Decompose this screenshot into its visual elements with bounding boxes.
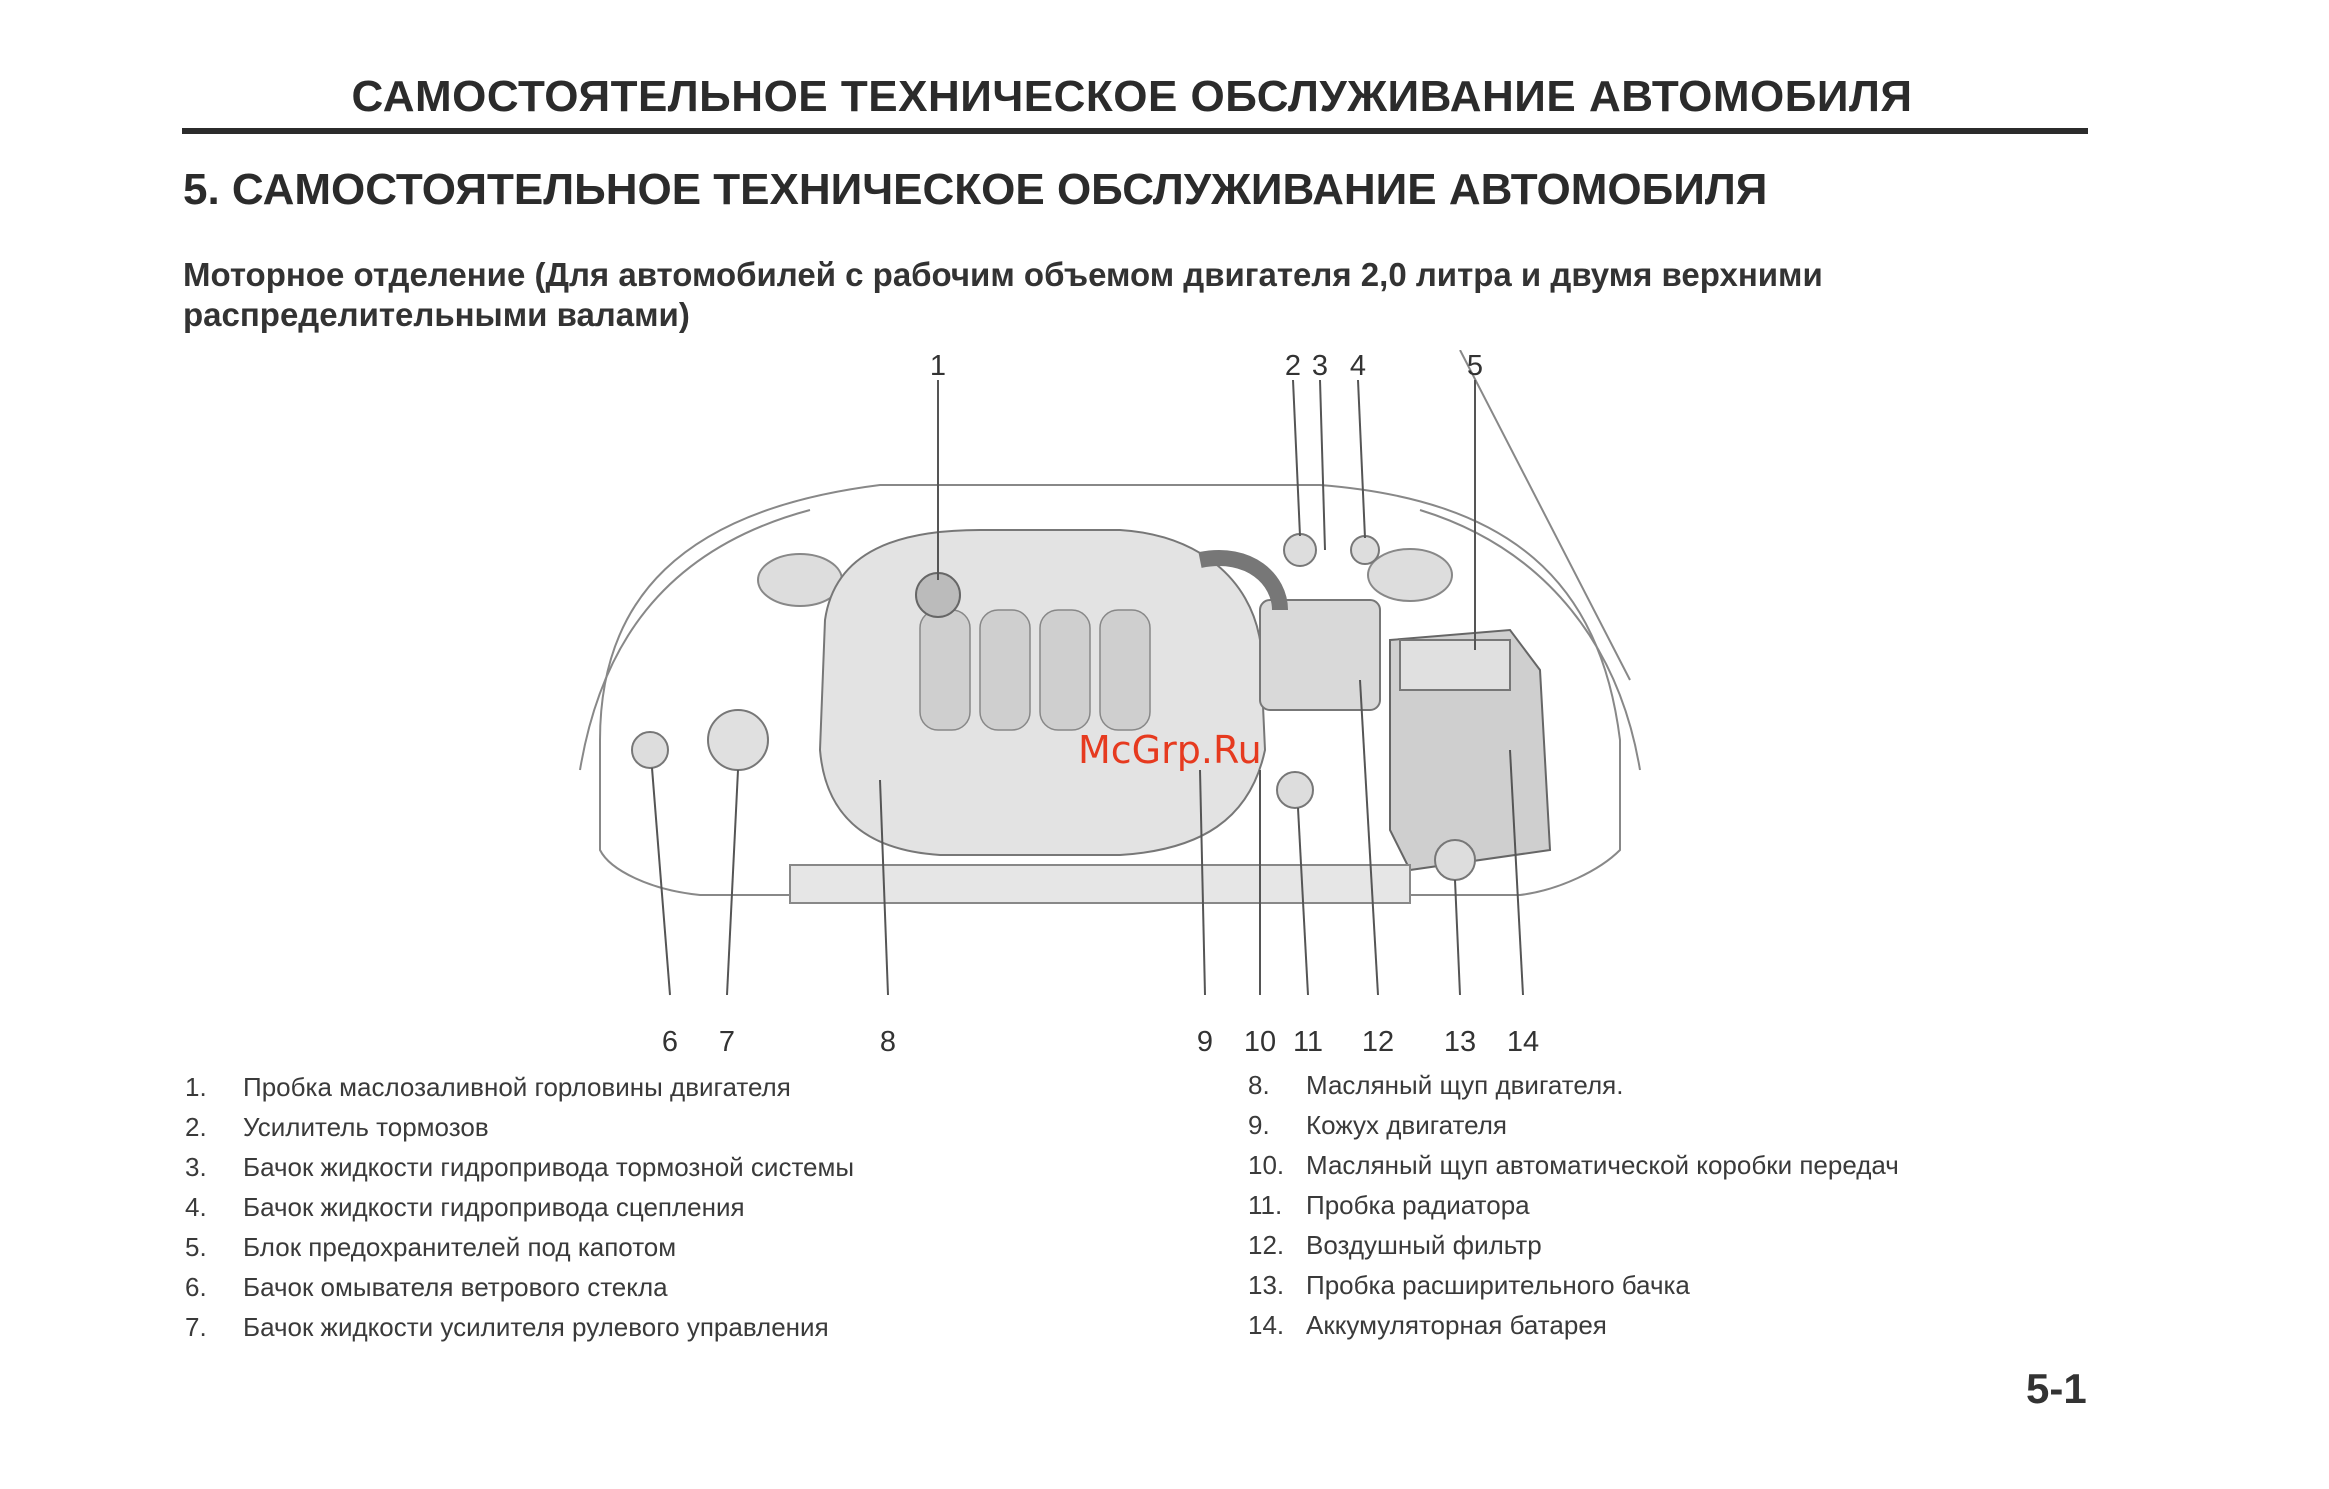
brake-reservoir (1283, 533, 1317, 567)
radiator-cap (1276, 771, 1314, 809)
expansion-tank-cap (1434, 839, 1476, 881)
legend-text: Бачок жидкости гидропривода сцепления (243, 1192, 745, 1222)
legend-number: 3. (185, 1152, 207, 1182)
legend-number: 6. (185, 1272, 207, 1302)
subtitle-line-1: Моторное отделение (Для автомобилей с ра… (183, 256, 1823, 293)
legend-text: Пробка маслозаливной горловины двигателя (243, 1072, 791, 1102)
legend-number: 7. (185, 1312, 207, 1342)
callout-9: 9 (1196, 1026, 1214, 1058)
subtitle-line-2: распределительными валами) (183, 296, 690, 333)
callout-8: 8 (879, 1026, 897, 1058)
washer-reservoir-cap (631, 731, 669, 769)
legend-number: 14. (1248, 1310, 1285, 1340)
page-number: 5-1 (2026, 1365, 2087, 1412)
callout-6: 6 (661, 1026, 679, 1058)
callout-5: 5 (1466, 350, 1484, 382)
callout-1: 1 (929, 350, 947, 382)
section-title: 5. САМОСТОЯТЕЛЬНОЕ ТЕХНИЧЕСКОЕ ОБСЛУЖИВА… (183, 165, 1768, 214)
callout-12: 12 (1361, 1026, 1395, 1058)
subtitle: Моторное отделение (Для автомобилей с ра… (183, 255, 2083, 335)
legend-number: 2. (185, 1112, 207, 1142)
legend-number: 12. (1248, 1230, 1285, 1260)
legend-number: 9. (1248, 1110, 1270, 1140)
air-filter (1259, 599, 1381, 711)
legend-left: 1. Пробка маслозаливной горловины двигат… (185, 1072, 1085, 1372)
callout-11: 11 (1292, 1026, 1324, 1058)
legend-text: Усилитель тормозов (243, 1112, 489, 1142)
callout-3: 3 (1311, 350, 1329, 382)
engine-compartment-figure: McGrp.Ru 1 2 3 4 5 6 7 8 9 10 11 12 13 1… (560, 350, 1660, 1060)
hood-outline (599, 484, 1621, 896)
legend-text: Масляный щуп автоматической коробки пере… (1306, 1150, 1899, 1180)
callout-7: 7 (718, 1026, 736, 1058)
callout-13: 13 (1443, 1026, 1477, 1058)
legend-text: Бачок жидкости усилителя рулевого управл… (243, 1312, 829, 1342)
legend-right: 8. Масляный щуп двигателя. 9. Кожух двиг… (1248, 1070, 2148, 1370)
legend-text: Пробка радиатора (1306, 1190, 1530, 1220)
legend-number: 4. (185, 1192, 207, 1222)
legend-text: Кожух двигателя (1306, 1110, 1507, 1140)
legend-text: Аккумуляторная батарея (1306, 1310, 1607, 1340)
legend-number: 5. (185, 1232, 207, 1262)
legend-text: Воздушный фильтр (1306, 1230, 1542, 1260)
legend-number: 13. (1248, 1270, 1285, 1300)
power-steering-reservoir (707, 709, 769, 771)
header-title: САМОСТОЯТЕЛЬНОЕ ТЕХНИЧЕСКОЕ ОБСЛУЖИВАНИЕ… (351, 72, 1913, 121)
fuse-box (1399, 639, 1511, 691)
radiator-support (789, 864, 1411, 904)
legend-number: 1. (185, 1072, 207, 1102)
legend-text: Масляный щуп двигателя. (1306, 1070, 1624, 1100)
callout-14: 14 (1506, 1026, 1540, 1058)
legend-number: 10. (1248, 1150, 1285, 1180)
callout-10: 10 (1243, 1026, 1277, 1058)
clutch-reservoir (1350, 535, 1380, 565)
callout-4: 4 (1349, 350, 1367, 382)
callout-2: 2 (1284, 350, 1302, 382)
legend-text: Бачок жидкости гидропривода тормозной си… (243, 1152, 855, 1182)
legend-number: 11. (1248, 1190, 1283, 1220)
legend-text: Пробка расширительного бачка (1306, 1270, 1690, 1300)
engine-illustration (579, 350, 1641, 996)
legend-number: 8. (1248, 1070, 1270, 1100)
watermark: McGrp.Ru (1078, 728, 1262, 772)
legend-text: Блок предохранителей под капотом (243, 1232, 677, 1262)
legend-text: Бачок омывателя ветрового стекла (243, 1272, 668, 1302)
right-strut-tower (1367, 548, 1453, 602)
header-rule (182, 128, 2088, 134)
